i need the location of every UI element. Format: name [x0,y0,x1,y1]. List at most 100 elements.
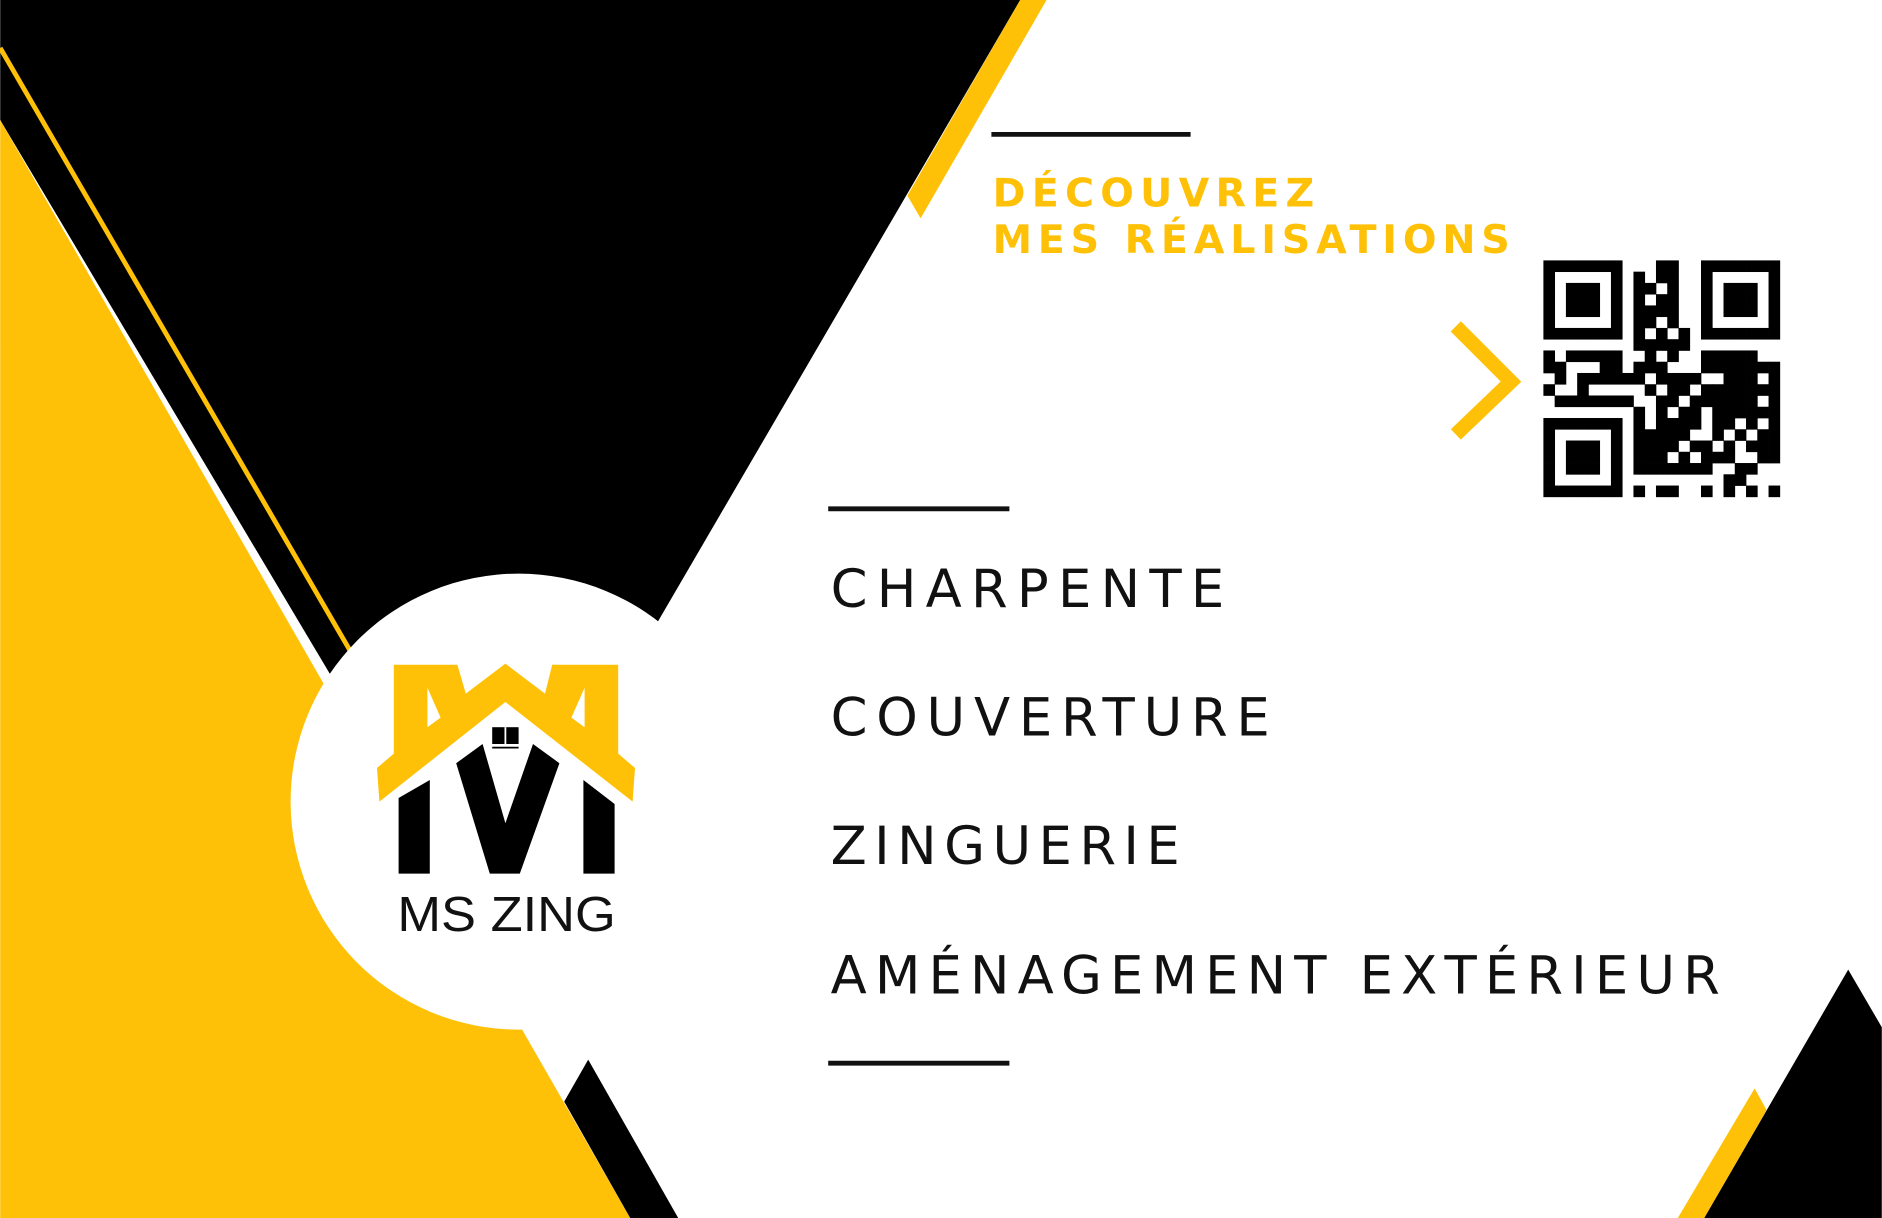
qr-module [1712,350,1724,363]
qr-module [1723,350,1736,363]
qr-module [1588,395,1601,408]
qr-module [1610,282,1623,295]
qr-module [1667,429,1679,441]
qr-module [1667,463,1679,475]
qr-module [1588,418,1601,430]
qr-module [1757,384,1769,396]
qr-module [1655,451,1668,464]
qr-module [1701,384,1713,396]
qr-module [1689,440,1702,453]
logo-wall-right [583,780,615,874]
qr-code[interactable] [1543,260,1781,498]
qr-module [1734,372,1747,385]
qr-module [1757,429,1769,441]
qr-module [1543,316,1556,329]
qr-module [1712,406,1724,419]
qr-module [1757,406,1769,419]
qr-module [1554,260,1567,273]
qr-module [1723,384,1736,396]
qr-module [1644,316,1657,329]
qr-module [1633,418,1646,430]
qr-module [1768,271,1781,284]
qr-module [1701,294,1713,306]
qr-module [1757,451,1769,464]
qr-module [1723,418,1736,430]
qr-module [1610,327,1623,340]
qr-module [1577,451,1589,464]
qr-module [1667,316,1679,329]
qr-module [1734,395,1747,408]
black-corner-bottom-right [1704,969,1882,1218]
qr-module [1588,294,1601,306]
qr-module [1678,429,1691,441]
qr-module [1768,406,1781,419]
qr-module [1554,327,1567,340]
qr-module [1577,384,1589,396]
qr-module [1599,327,1612,340]
qr-module [1757,440,1769,453]
qr-module [1678,463,1691,475]
qr-module [1543,294,1556,306]
qr-module [1734,361,1747,374]
qr-module [1610,361,1623,374]
qr-module [1610,372,1623,385]
qr-module [1667,372,1679,385]
qr-module [1723,440,1736,453]
qr-module [1746,350,1758,363]
qr-module [1712,361,1724,374]
qr-module [1768,372,1781,385]
qr-module [1746,406,1758,419]
qr-module [1554,372,1567,385]
qr-module [1723,361,1736,374]
qr-module [1768,282,1781,295]
qr-module [1577,395,1589,408]
qr-module [1667,282,1679,295]
qr-module [1565,440,1578,453]
qr-module [1655,294,1668,306]
qr-module [1610,429,1623,441]
qr-module [1746,418,1758,430]
qr-module [1633,361,1646,374]
qr-module [1633,372,1646,385]
qr-module [1588,327,1601,340]
qr-module [1723,395,1736,408]
qr-module [1667,305,1679,318]
qr-module [1610,271,1623,284]
qr-module [1599,361,1612,374]
qr-module [1633,429,1646,441]
qr-module [1746,361,1758,374]
qr-module [1667,440,1679,453]
qr-module [1768,485,1781,498]
qr-module [1712,429,1724,441]
qr-module [1644,350,1657,363]
qr-module [1734,282,1747,295]
qr-module [1633,339,1646,351]
qr-module [1577,372,1589,385]
service-charpente: CHARPENTE [831,559,1225,620]
qr-module [1701,451,1713,464]
qr-module [1746,372,1758,385]
qr-module [1599,395,1612,408]
service-couverture: COUVERTURE [831,688,1270,749]
qr-module [1712,418,1724,430]
qr-module [1610,418,1623,430]
qr-module [1655,271,1668,284]
qr-module [1610,350,1623,363]
qr-module [1599,350,1612,363]
qr-module [1746,294,1758,306]
qr-module [1577,418,1589,430]
qr-module [1543,327,1556,340]
qr-module [1565,305,1578,318]
qr-module [1610,305,1623,318]
qr-module [1577,327,1589,340]
qr-module [1543,361,1556,374]
qr-module [1701,305,1713,318]
logo-cutout [427,687,441,728]
logo-cutout [571,687,585,728]
qr-module [1667,395,1679,408]
qr-module [1610,316,1623,329]
qr-module [1701,316,1713,329]
qr-module [1734,294,1747,306]
qr-module [1678,384,1691,396]
qr-module [1768,327,1781,340]
